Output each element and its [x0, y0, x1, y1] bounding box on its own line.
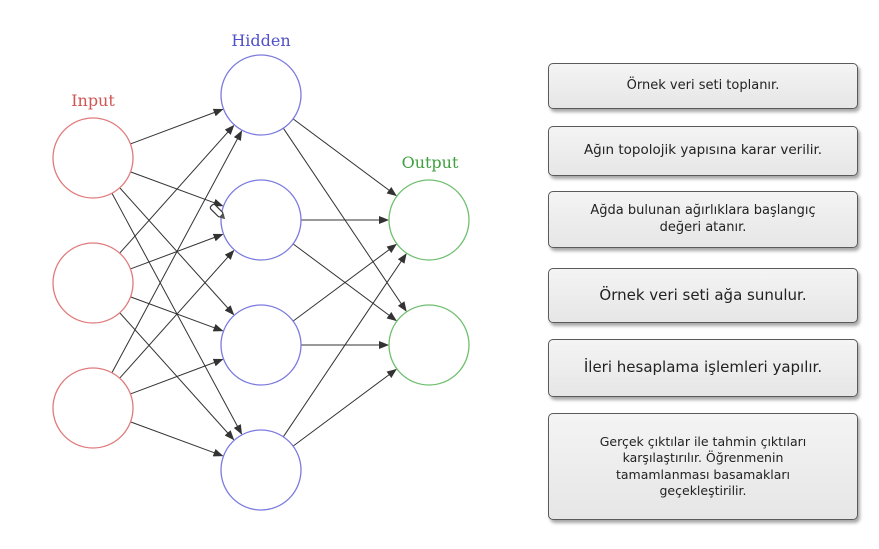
- step-6-box: Gerçek çıktılar ile tahmin çıktıları kar…: [548, 413, 858, 520]
- connection-arrow: [292, 368, 397, 447]
- hidden-node: [220, 429, 302, 511]
- connection-arrow: [282, 253, 407, 438]
- step-4-box: Örnek veri seti ağa sunulur.: [548, 268, 858, 323]
- connection-arrow: [292, 118, 397, 197]
- output-layer-label: Output: [402, 153, 459, 172]
- hidden-node: [220, 54, 302, 136]
- step-4-text: Örnek veri seti ağa sunulur.: [599, 285, 807, 304]
- connection-arrow: [130, 421, 224, 457]
- hidden-node: [220, 179, 302, 261]
- output-node: [388, 179, 470, 261]
- hidden-layer-label: Hidden: [231, 31, 290, 50]
- connection-arrow: [119, 124, 235, 254]
- step-1-box: Örnek veri seti toplanır.: [548, 63, 858, 109]
- connection-arrows: [111, 108, 407, 457]
- step-5-box: İleri hesaplama işlemleri yapılır.: [548, 339, 858, 397]
- input-layer-label: Input: [71, 91, 115, 110]
- step-1-text: Örnek veri seti toplanır.: [626, 77, 780, 93]
- step-6-text: Gerçek çıktılar ile tahmin çıktıları kar…: [599, 434, 807, 498]
- network-nodes: [52, 54, 470, 511]
- step-2-box: Ağın topolojik yapısına karar verilir.: [548, 126, 858, 176]
- connection-arrow: [119, 249, 235, 379]
- neural-network-diagram: Input Hidden Output: [52, 31, 470, 511]
- connection-arrow: [130, 358, 224, 395]
- pen-cursor-icon: [209, 203, 226, 220]
- connection-arrow: [130, 108, 224, 145]
- step-3-box: Ağda bulunan ağırlıklara başlangıç değer…: [548, 191, 858, 248]
- hidden-node: [220, 304, 302, 386]
- connection-arrow: [292, 243, 397, 322]
- step-2-text: Ağın topolojik yapısına karar verilir.: [583, 142, 823, 159]
- step-5-text: İleri hesaplama işlemleri yapılır.: [583, 358, 823, 377]
- input-node: [52, 117, 134, 199]
- input-node: [52, 367, 134, 449]
- connection-arrow: [111, 130, 243, 373]
- step-3-text: Ağda bulunan ağırlıklara başlangıç değer…: [590, 202, 816, 235]
- output-node: [388, 304, 470, 386]
- input-node: [52, 242, 134, 324]
